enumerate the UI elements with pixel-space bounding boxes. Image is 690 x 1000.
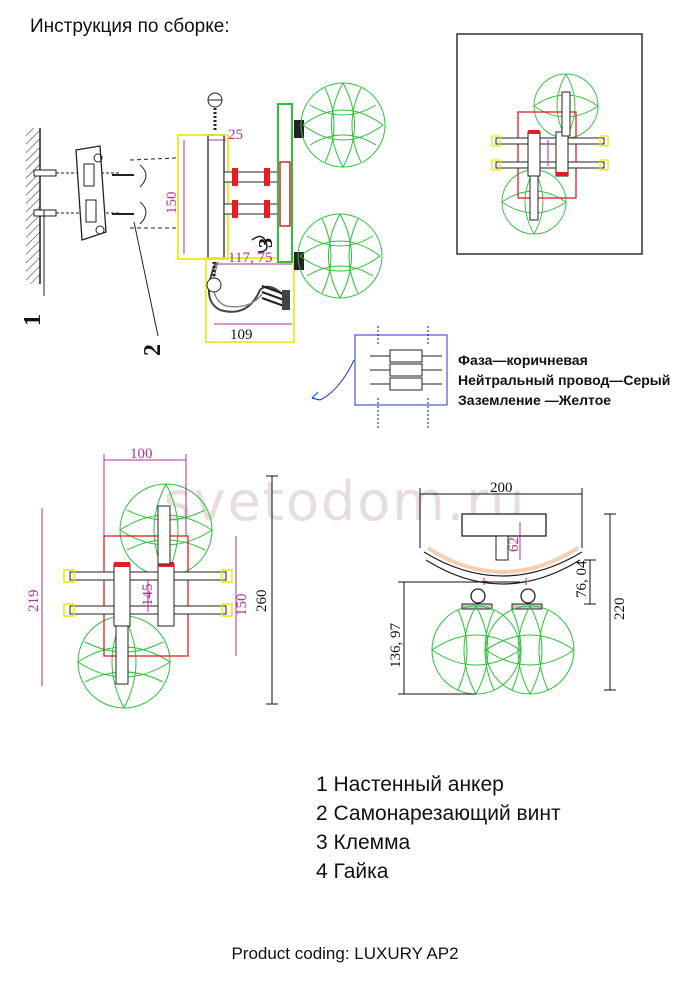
top-view: 200 + + 62: [388, 480, 628, 695]
page-title: Инструкция по сборке:: [30, 16, 230, 37]
dim-side-25: 25: [228, 127, 243, 143]
dim-top-62: 62: [506, 537, 522, 552]
svg-text:+: +: [480, 573, 488, 589]
dim-front-145: 145: [140, 584, 156, 607]
dim-front-219: 219: [26, 590, 42, 613]
dim-front-150: 150: [234, 594, 250, 617]
part-item-4: 4 Гайка: [316, 860, 389, 883]
dim-top-200: 200: [490, 480, 513, 496]
callout-2: 2: [140, 344, 166, 356]
front-view-thumbnail: [456, 33, 643, 255]
part-item-2: 2 Самонарезающий винт: [316, 802, 561, 825]
product-coding: Product coding: LUXURY AP2: [231, 944, 459, 963]
wiring-legend: Фаза—коричневая Нейтральный провод—Серый…: [458, 350, 670, 410]
glass-globe-upper: [300, 82, 386, 168]
parts-list: 1 Настенный анкер 2 Самонарезающий винт …: [316, 770, 561, 886]
wiring-ground: Заземление —Желтое: [458, 392, 612, 408]
side-view: 25 150 117, 75 109 1 2 3: [20, 82, 386, 356]
wiring-neutral: Нейтральный провод—Серый: [458, 372, 671, 388]
canopy-body: [207, 134, 225, 260]
dim-side-117: 117, 75: [228, 250, 272, 266]
front-view: 100 219 145 150 260: [26, 446, 278, 709]
wiring-diagram: [311, 326, 448, 430]
dim-front-260: 260: [254, 590, 270, 613]
self-tapping-screw-part-2: [112, 164, 147, 225]
part-item-1: 1 Настенный анкер: [316, 773, 504, 796]
mounting-bracket: [75, 145, 107, 241]
part-item-3: 3 Клемма: [316, 831, 411, 854]
callout-3: 3: [255, 238, 277, 248]
dim-side-109: 109: [230, 327, 253, 343]
svg-text:+: +: [522, 573, 530, 589]
dim-top-13697: 136, 97: [388, 623, 404, 669]
wiring-phase: Фаза—коричневая: [458, 352, 588, 368]
dim-top-7604: 76, 04: [574, 560, 590, 598]
dim-side-150: 150: [164, 192, 180, 215]
dim-top-220: 220: [612, 598, 628, 621]
callout-1: 1: [20, 314, 46, 326]
wall-anchor-part-1: [33, 169, 120, 217]
glass-globe-lower: [297, 213, 383, 299]
wall-hatch: [26, 128, 40, 284]
dim-front-100: 100: [130, 446, 153, 462]
